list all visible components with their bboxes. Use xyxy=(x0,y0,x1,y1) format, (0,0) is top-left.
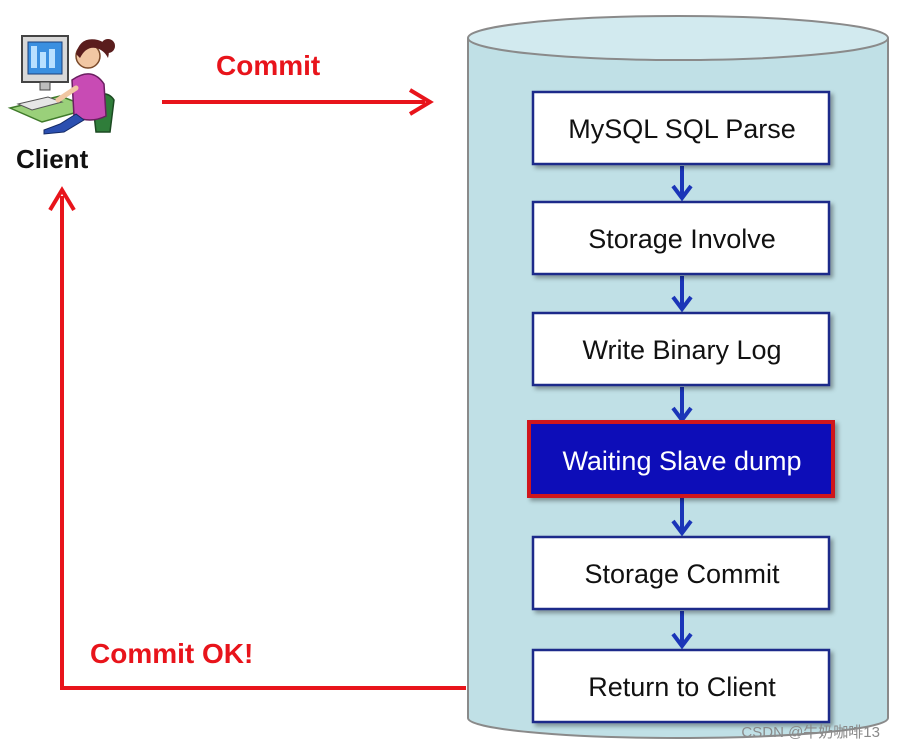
flow-arrow xyxy=(671,276,693,313)
flow-arrow xyxy=(671,166,693,202)
step-box: Write Binary Log xyxy=(531,311,831,387)
flow-arrow-head xyxy=(671,519,693,537)
step-box: MySQL SQL Parse xyxy=(531,90,831,166)
step-box-highlighted: Waiting Slave dump xyxy=(527,420,835,498)
step-box-rect xyxy=(527,420,835,498)
computer-user-icon xyxy=(7,35,115,135)
commit-ok-arrow xyxy=(48,186,466,690)
commit-arrow-head xyxy=(408,88,434,116)
flow-arrow xyxy=(671,498,693,537)
step-box-rect xyxy=(531,90,831,166)
step-box-rect xyxy=(531,311,831,387)
flow-arrow-head xyxy=(671,184,693,202)
commit-ok-arrow-line xyxy=(60,196,466,690)
flow-arrow xyxy=(671,611,693,650)
step-box-rect xyxy=(531,200,831,276)
commit-ok-label: Commit OK! xyxy=(90,638,253,669)
client-label: Client xyxy=(16,144,89,174)
step-box-rect xyxy=(531,535,831,611)
step-label: Waiting Slave dump xyxy=(562,446,801,476)
commit-arrow xyxy=(162,88,434,116)
step-label: Storage Commit xyxy=(584,559,780,589)
watermark-text: CSDN @牛奶咖啡13 xyxy=(741,724,880,741)
step-box: Return to Client xyxy=(531,648,831,724)
step-label: Return to Client xyxy=(588,672,776,702)
commit-ok-arrow-head xyxy=(48,186,76,212)
step-label: Storage Involve xyxy=(588,224,776,254)
flow-arrow-head xyxy=(671,295,693,313)
step-box-rect xyxy=(531,648,831,724)
commit-label: Commit xyxy=(216,50,320,81)
flow-arrow-head xyxy=(671,632,693,650)
step-label: Write Binary Log xyxy=(582,335,781,365)
flow-arrows xyxy=(671,166,693,650)
step-box: Storage Involve xyxy=(531,200,831,276)
cylinder-top xyxy=(467,15,889,61)
step-box: Storage Commit xyxy=(531,535,831,611)
step-label: MySQL SQL Parse xyxy=(568,114,796,144)
